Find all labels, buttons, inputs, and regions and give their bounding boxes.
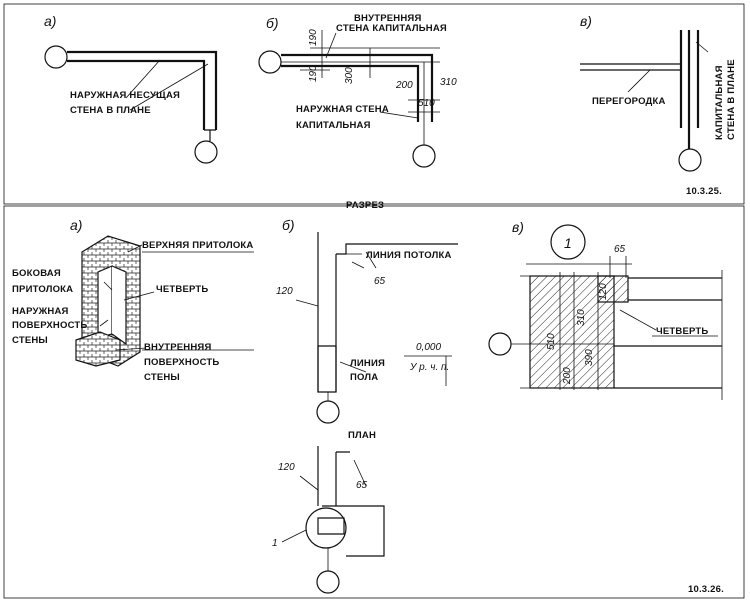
load-bearing-wall (679, 30, 700, 149)
callout-circle (305, 507, 347, 549)
fig2-panel-b: РАЗРЕЗ б) ЛИНИЯ ПОТОЛКА 120 65 ЛИНИЯ ПОЛ… (272, 200, 458, 594)
wall-face (111, 265, 127, 346)
fig1-id: 10.3.25. (686, 186, 722, 197)
fig2-c-d310: 310 (576, 309, 587, 326)
fig1-b-top-line1: ВНУТРЕННЯЯ (354, 13, 421, 24)
fig2-c-d65: 65 (614, 244, 626, 255)
fig1-b-bottom-line1: НАРУЖНАЯ СТЕНА (296, 104, 389, 115)
fig2-a-side-line1: БОКОВАЯ (12, 268, 61, 279)
dim-310: 310 (440, 77, 457, 88)
figure-frame-top (3, 3, 745, 205)
partition-wall (580, 63, 681, 71)
leader-line (619, 309, 718, 337)
leader-line (125, 59, 209, 111)
axis-bubble (678, 148, 702, 172)
fig2-c-d390: 390 (584, 349, 595, 366)
fig1-a-label-line1: НАРУЖНАЯ НЕСУЩАЯ (70, 90, 180, 101)
leader-line (379, 111, 419, 119)
fig1-c-label: ПЕРЕГОРОДКА (592, 96, 666, 107)
fig2-a-inner-line2: ПОВЕРХНОСТЬ (144, 357, 219, 368)
wall-end (204, 129, 216, 141)
fig1-a-label-line2: СТЕНА В ПЛАНЕ (70, 105, 151, 116)
figure-frame-bottom (3, 205, 745, 599)
fig2-a-quarter: ЧЕТВЕРТЬ (156, 284, 208, 295)
axis-bubble (258, 50, 282, 74)
fig1-b-bottom-line2: КАПИТАЛЬНАЯ (296, 120, 371, 131)
plan-opening (317, 517, 345, 535)
fig2-c-circle-number: 1 (564, 235, 572, 251)
leader-underline (142, 251, 254, 351)
fig2-plan-title: ПЛАН (348, 430, 376, 441)
fig2-c-d120: 120 (598, 283, 609, 300)
axis-bubble (44, 45, 68, 69)
fig2-plan-d120: 120 (278, 462, 295, 473)
fig2-c-quarter: ЧЕТВЕРТЬ (656, 326, 708, 337)
leader-line (281, 459, 367, 543)
fig2-b-letter: б) (282, 217, 295, 233)
axis-bubble (488, 332, 512, 356)
fig1-b-letter: б) (266, 15, 279, 31)
fig2-b-d120: 120 (276, 286, 293, 297)
dim-190b: 190 (308, 65, 319, 82)
fig2-a-outer-line1: НАРУЖНАЯ (12, 306, 69, 317)
level-mark (404, 355, 452, 386)
fig1-c-vertical-line2: СТЕНА В ПЛАНЕ (726, 59, 737, 140)
fig1-a-letter: а) (44, 13, 56, 29)
axis-bubble (412, 144, 436, 168)
fig2-a-outer-line2: ПОВЕРХНОСТЬ (12, 320, 87, 331)
dim-200: 200 (395, 80, 413, 91)
fig1-b-top-line2: СТЕНА КАПИТАЛЬНАЯ (336, 23, 447, 34)
axis-line (281, 61, 440, 145)
fig2-section-title: РАЗРЕЗ (346, 200, 384, 211)
dimension-lines (300, 30, 440, 122)
leader-line (295, 251, 377, 373)
dim-190a: 190 (308, 29, 319, 46)
outer-wall-plan (67, 50, 218, 130)
axis-bubble (194, 140, 218, 164)
leader-line (99, 244, 155, 351)
ceiling-line (346, 243, 458, 255)
fig2-plan-d65: 65 (356, 480, 368, 491)
fig1-panel-b: б) ВНУТРЕННЯЯ СТЕНА КАПИТАЛЬНАЯ 190 190 … (258, 13, 457, 168)
sill-block (75, 331, 121, 367)
fig1-panel-a: а) НАРУЖНАЯ НЕСУЩАЯ СТЕНА В ПЛАНЕ (44, 13, 218, 164)
detail-circle (550, 224, 586, 260)
fig2-panel-a: а) ВЕРХНЯЯ ПРИТОЛОКА БОКОВАЯ ПРИТОЛОКА Ч… (12, 217, 254, 383)
leader-line (325, 32, 337, 59)
fig2-a-letter: а) (70, 217, 82, 233)
axis-bubble (316, 570, 340, 594)
fig2-panel-c: в) 1 65 120 310 510 200 390 ЧЕТВЕРТЬ (488, 219, 723, 400)
fig2-a-top-lintel: ВЕРХНЯЯ ПРИТОЛОКА (142, 240, 254, 251)
fig2-b-level-sub: У р. ч. п. (409, 362, 449, 373)
leader-line (627, 41, 709, 93)
quarter-hatched (597, 275, 629, 303)
floor-block (317, 345, 337, 393)
fig2-a-outer-line3: СТЕНЫ (12, 335, 48, 346)
opening-side (97, 265, 113, 339)
fig2-b-floor-line2: ПОЛА (350, 372, 378, 383)
fig2-c-letter: в) (512, 219, 524, 235)
fig2-a-inner-line3: СТЕНЫ (144, 372, 180, 383)
dim-510: 510 (418, 98, 435, 109)
fig1-c-letter: в) (580, 13, 592, 29)
fig2-a-side-line2: ПРИТОЛОКА (12, 284, 73, 295)
dimension-lines (520, 256, 723, 400)
fig2-a-inner-line1: ВНУТРЕННЯЯ (144, 342, 211, 353)
fig2-b-d65: 65 (374, 276, 386, 287)
fig2-b-ceiling: ЛИНИЯ ПОТОЛКА (366, 250, 452, 261)
axis-bubble (316, 400, 340, 424)
window-frame-lines (614, 277, 722, 389)
fig2-c-d200: 200 (562, 367, 573, 385)
fig2-b-level: 0,000 (416, 342, 441, 353)
dim-300: 300 (344, 67, 355, 84)
fig1-panel-c: в) ПЕРЕГОРОДКА КАПИТАЛЬНАЯ СТЕНА В ПЛАНЕ (580, 13, 737, 172)
fig2-id: 10.3.26. (688, 584, 724, 595)
fig2-b-floor-line1: ЛИНИЯ (350, 358, 385, 369)
fig1-c-vertical-line1: КАПИТАЛЬНАЯ (714, 65, 725, 140)
fig2-plan-callout: 1 (272, 538, 278, 549)
plan-wall (317, 446, 385, 557)
fig2-c-d510: 510 (546, 333, 557, 350)
